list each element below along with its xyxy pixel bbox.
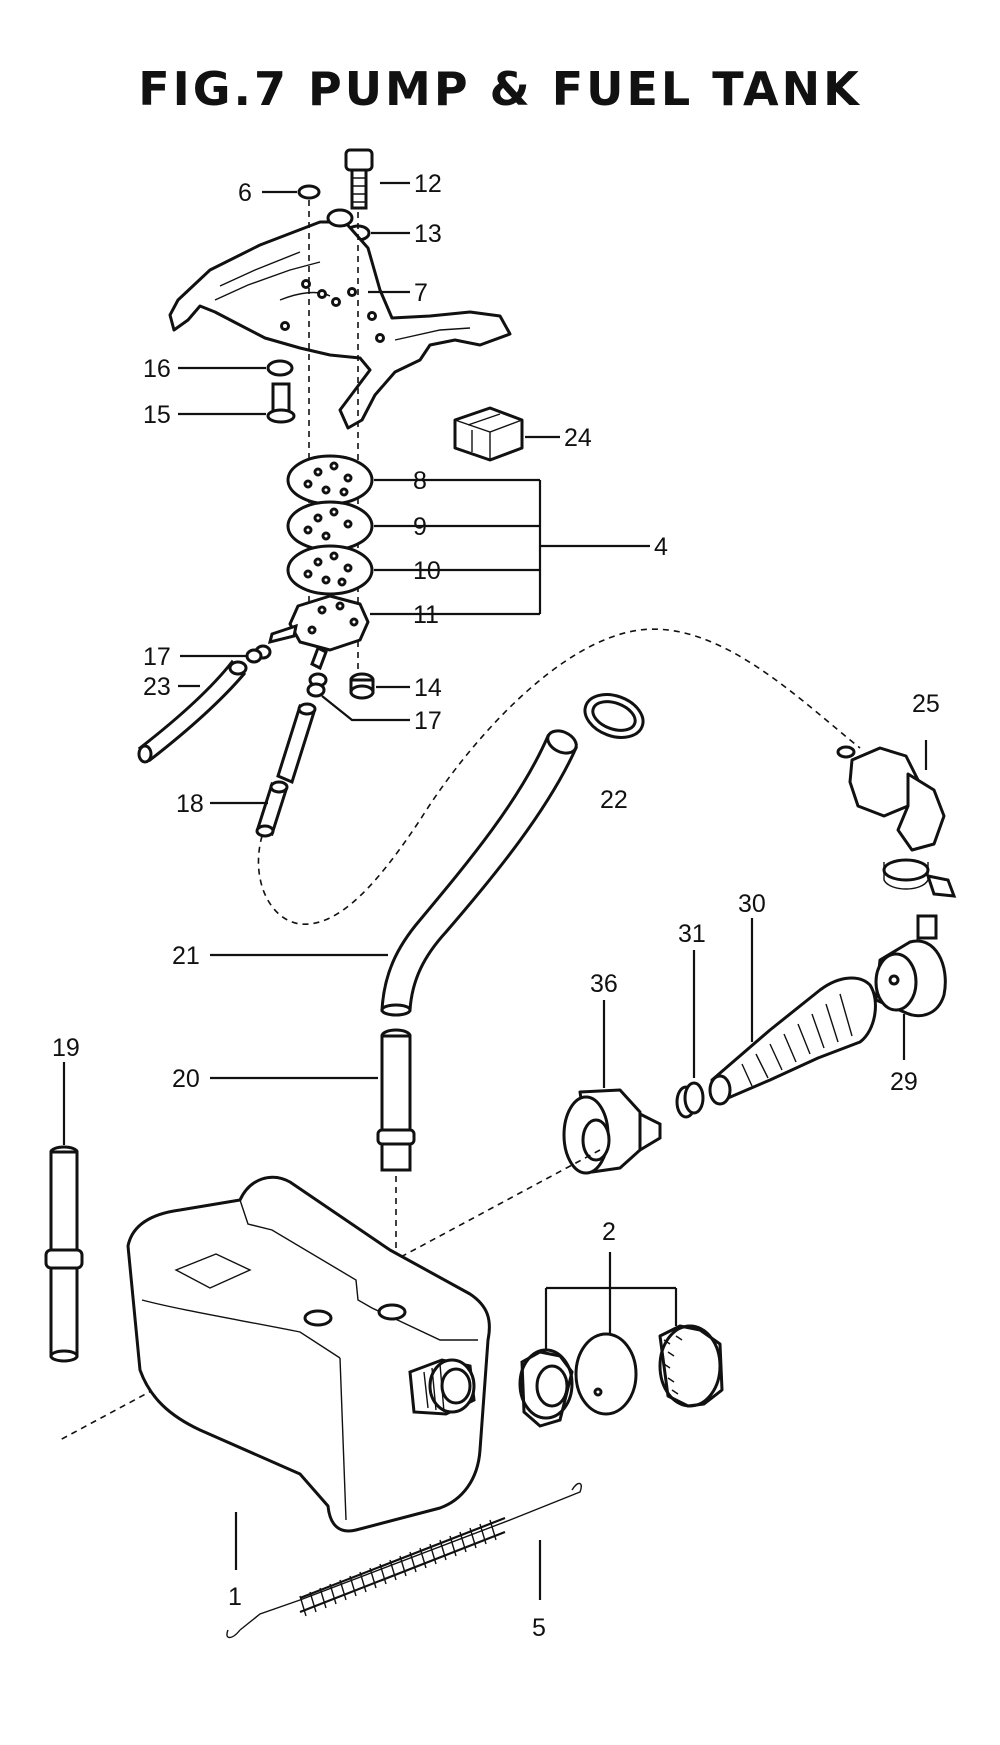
callout-31: 31 — [678, 920, 706, 948]
callout-9: 9 — [413, 513, 427, 541]
part-20-pipe — [376, 1028, 416, 1172]
callout-12: 12 — [414, 170, 442, 198]
figure-title: FIG.7 PUMP & FUEL TANK — [138, 62, 862, 116]
part-22-oring — [583, 693, 645, 739]
callout-25: 25 — [912, 690, 940, 718]
callout-23: 23 — [143, 673, 171, 701]
part-23-hose — [137, 659, 248, 764]
callout-2: 2 — [602, 1218, 616, 1246]
callout-1: 1 — [228, 1583, 242, 1611]
callout-6: 6 — [238, 179, 252, 207]
callout-16: 16 — [143, 355, 171, 383]
callout-8: 8 — [413, 467, 427, 495]
callout-19: 19 — [52, 1034, 80, 1062]
part-18-hose — [255, 702, 317, 838]
callout-29: 29 — [890, 1068, 918, 1096]
callout-17-lower: 17 — [414, 707, 442, 735]
part-10-plate — [286, 544, 374, 596]
part-36-filter — [562, 1088, 662, 1175]
part-16-washer — [266, 359, 294, 377]
part-25-fitting — [836, 745, 957, 940]
part-11-pump-body — [267, 594, 370, 671]
callout-7: 7 — [414, 279, 428, 307]
part-24-block — [453, 406, 524, 462]
callout-30: 30 — [738, 890, 766, 918]
callout-14: 14 — [414, 674, 442, 702]
part-8-gasket — [286, 454, 374, 506]
callout-13: 13 — [414, 220, 442, 248]
part-21-hose — [380, 729, 578, 1017]
callout-5: 5 — [532, 1614, 546, 1642]
callout-18: 18 — [176, 790, 204, 818]
part-29-cap — [874, 939, 947, 1018]
part-1-fuel-tank — [126, 1175, 491, 1533]
callout-24: 24 — [564, 424, 592, 452]
part-14-nut — [349, 672, 375, 700]
part-15-screw — [266, 382, 296, 424]
part-19-pipe — [44, 1145, 84, 1363]
callout-36: 36 — [590, 970, 618, 998]
part-17-clip-lower — [306, 672, 328, 698]
callout-17-upper: 17 — [143, 643, 171, 671]
callout-15: 15 — [143, 401, 171, 429]
part-7-bracket — [168, 208, 512, 430]
part-5-spring — [226, 1482, 582, 1639]
callout-21: 21 — [172, 942, 200, 970]
callout-20: 20 — [172, 1065, 200, 1093]
part-17-clip-upper — [245, 644, 272, 664]
part-12-screw — [344, 148, 374, 210]
callout-4: 4 — [654, 533, 668, 561]
part-6-oring — [297, 184, 321, 200]
callout-10: 10 — [413, 557, 441, 585]
part-30-bellows — [708, 976, 877, 1106]
part-2-cap-assembly — [518, 1324, 724, 1428]
part-9-diaphragm — [286, 500, 374, 552]
callout-11: 11 — [413, 601, 439, 629]
callout-22: 22 — [600, 786, 628, 814]
part-31-spring — [675, 1081, 705, 1119]
